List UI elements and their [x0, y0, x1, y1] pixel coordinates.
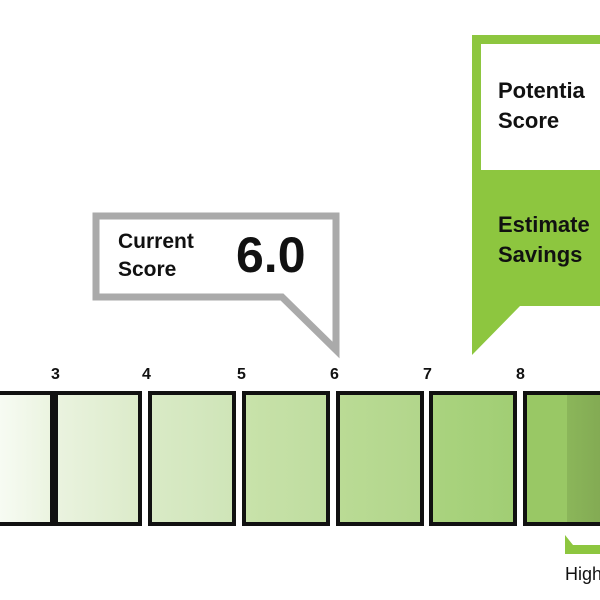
scale-cell — [242, 391, 330, 526]
scale-cell — [336, 391, 424, 526]
scale-tick: 4 — [142, 366, 151, 383]
scale-cell — [429, 391, 517, 526]
scale-tick: 6 — [330, 366, 339, 383]
scale-cell — [148, 391, 236, 526]
scale-cell-highlight — [523, 391, 600, 526]
current-score-label-line2: Score — [118, 258, 177, 281]
estimated-savings-label-line2: Savings — [498, 242, 583, 267]
potential-score-label-line2: Score — [498, 108, 560, 133]
legend-marker — [565, 535, 600, 554]
scale-tick: 3 — [51, 366, 60, 383]
scale-tick: 8 — [516, 366, 525, 383]
current-score-label: Current Score — [118, 228, 194, 284]
estimated-savings-label: Estimate Savings — [498, 210, 590, 270]
legend-high-label: High — [565, 564, 600, 584]
current-score-label-line1: Current — [118, 230, 194, 253]
scale-tick: 5 — [237, 366, 246, 383]
current-score-value: 6.0 — [236, 227, 306, 283]
potential-score-label: Potentia Score — [498, 76, 585, 136]
estimated-savings-label-line1: Estimate — [498, 212, 590, 237]
scale-cell — [0, 391, 54, 526]
scale-tick: 7 — [423, 366, 432, 383]
potential-score-inner-box — [481, 44, 600, 170]
scale-cell — [54, 391, 142, 526]
potential-score-label-line1: Potentia — [498, 78, 585, 103]
